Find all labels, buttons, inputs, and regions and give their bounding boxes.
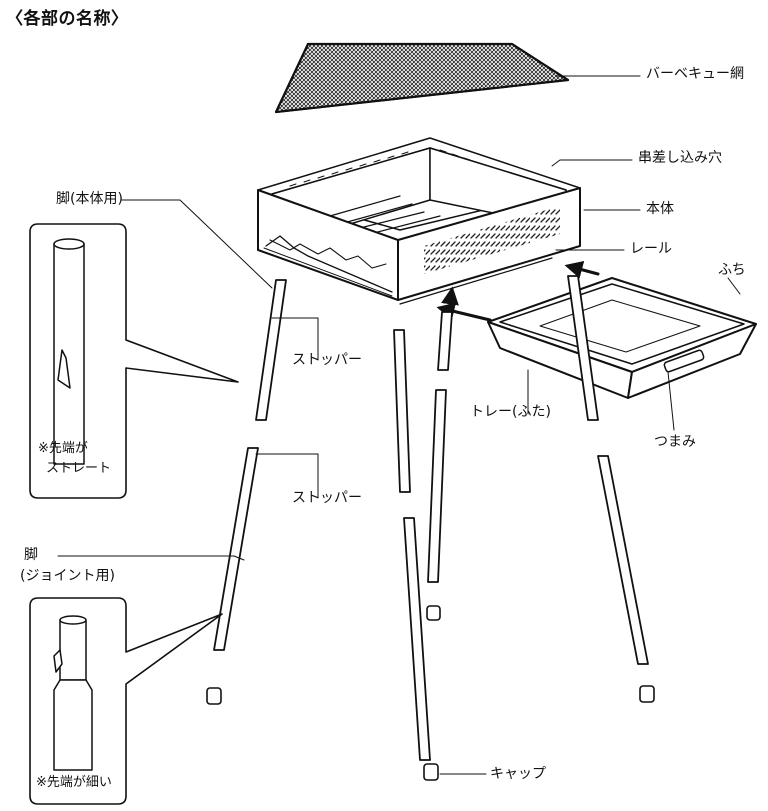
legs bbox=[213, 275, 649, 761]
label-knob: つまみ bbox=[654, 434, 696, 450]
label-skewer-holes: 串差し込み穴 bbox=[638, 150, 722, 166]
label-leg-main: 脚(本体用) bbox=[56, 191, 123, 207]
tray bbox=[487, 277, 757, 399]
caps bbox=[206, 605, 655, 781]
assembly-arrows bbox=[436, 261, 600, 322]
label-rail: レール bbox=[630, 241, 672, 257]
label-rim: ふち bbox=[718, 262, 746, 278]
label-leg-joint-sub: (ジョイント用) bbox=[20, 568, 115, 584]
label-leg-joint: 脚 bbox=[24, 547, 38, 563]
label-body: 本体 bbox=[646, 201, 674, 217]
label-stopper-lower: ストッパー bbox=[292, 490, 362, 506]
note-straight-tip-line1: ※先端が bbox=[38, 441, 88, 456]
label-stopper-upper: ストッパー bbox=[292, 352, 362, 368]
leader-lines bbox=[57, 75, 741, 775]
callout-thin-tip bbox=[29, 597, 223, 805]
grill-body bbox=[257, 137, 581, 305]
label-grill-net: バーベキュー網 bbox=[646, 66, 744, 82]
grill-net bbox=[274, 42, 570, 114]
diagram-title: 〈各部の名称〉 bbox=[6, 9, 129, 29]
label-tray: トレー(ふた) bbox=[470, 404, 551, 420]
label-cap: キャップ bbox=[490, 766, 546, 782]
note-thin-tip: ※先端が細い bbox=[36, 775, 112, 790]
callout-straight-tip bbox=[29, 223, 239, 499]
note-straight-tip-line2: ストレート bbox=[46, 461, 112, 476]
